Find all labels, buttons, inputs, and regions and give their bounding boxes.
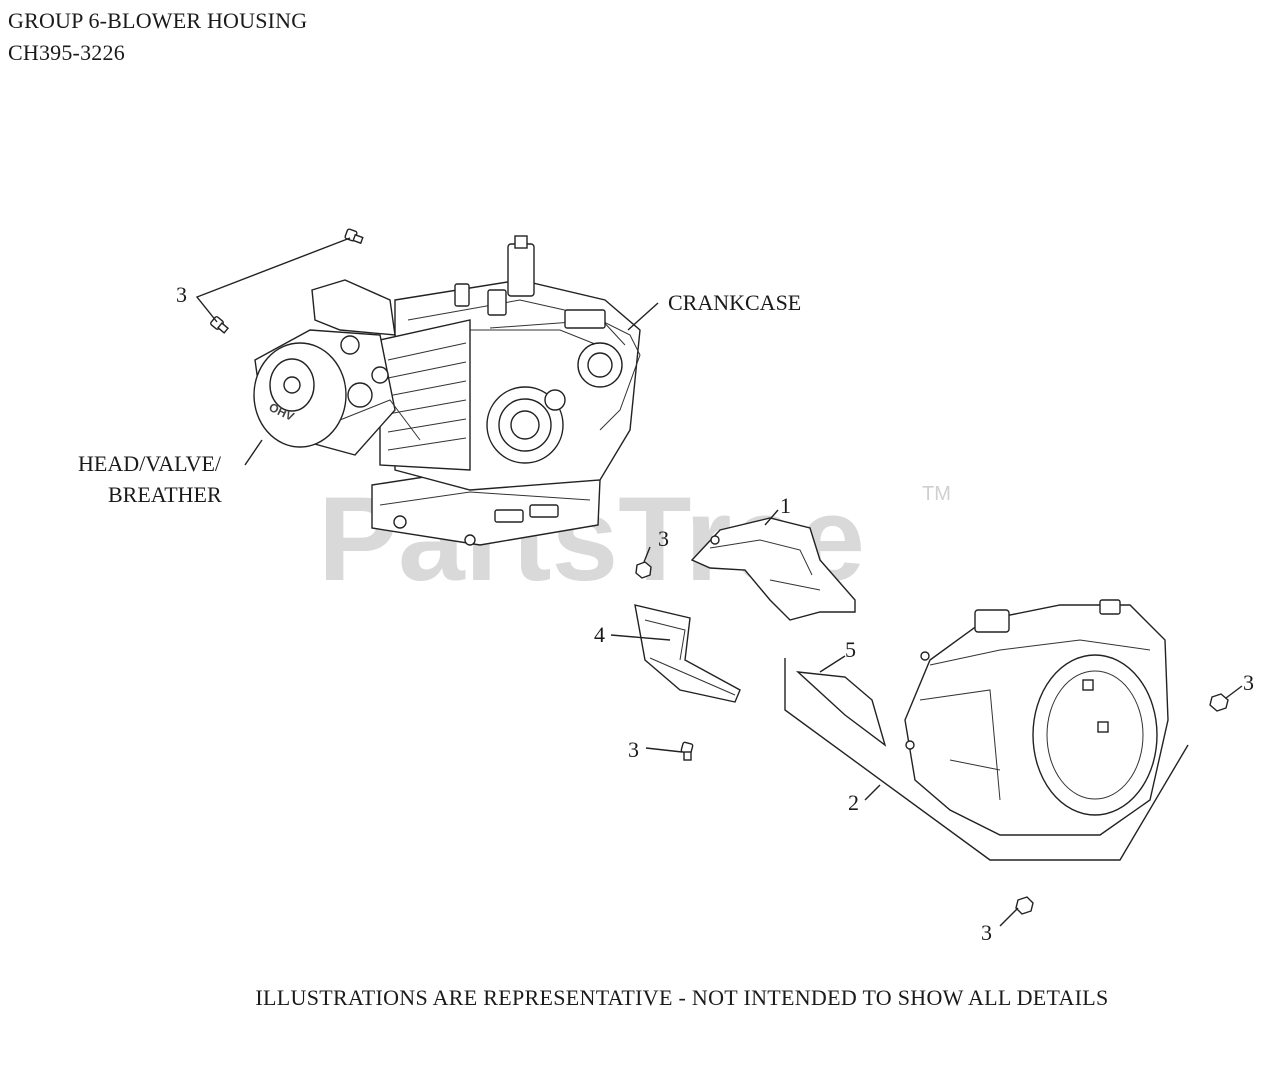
diagram-title: GROUP 6-BLOWER HOUSING <box>8 8 308 33</box>
callout-3-right: 3 <box>1243 670 1254 695</box>
disclaimer-text: ILLUSTRATIONS ARE REPRESENTATIVE - NOT I… <box>255 985 1109 1010</box>
model-number: CH395-3226 <box>8 40 125 65</box>
watermark-trademark: TM <box>922 483 951 505</box>
disclaimer-footer: ILLUSTRATIONS ARE REPRESENTATIVE - NOT I… <box>0 985 1280 1011</box>
leader-crankcase <box>627 302 659 331</box>
nut-bottom <box>1015 896 1034 915</box>
part-1-cover <box>690 517 856 621</box>
label-crankcase: CRANKCASE <box>668 290 801 315</box>
nut-right <box>1209 693 1229 712</box>
leader-3-top <box>195 237 351 323</box>
callout-4: 4 <box>594 622 605 647</box>
bolt-left <box>210 316 229 334</box>
callout-1: 1 <box>780 493 791 518</box>
bolt-top <box>344 228 364 245</box>
leader-3-center <box>643 546 651 563</box>
leader-2 <box>864 784 881 801</box>
label-head-valve: HEAD/VALVE/ <box>78 451 222 476</box>
bolt-lower <box>680 741 694 761</box>
leader-3-bottom <box>999 907 1019 927</box>
part-4-bracket <box>634 604 741 703</box>
engine-assembly: OHV <box>253 235 641 546</box>
leader-5 <box>819 655 846 673</box>
assembly-bracket-line <box>784 658 1189 861</box>
callout-3-lower: 3 <box>628 737 639 762</box>
callout-3-center: 3 <box>658 526 669 551</box>
leader-head <box>244 439 263 466</box>
label-breather: BREATHER <box>108 482 222 507</box>
callout-5: 5 <box>845 637 856 662</box>
leader-3-lower <box>645 747 683 753</box>
callout-2: 2 <box>848 790 859 815</box>
part-2-blower-housing <box>904 599 1169 836</box>
leader-1 <box>764 509 779 526</box>
callout-3-bottom: 3 <box>981 920 992 945</box>
nut-center <box>635 561 652 579</box>
leader-3-right <box>1225 685 1243 699</box>
callout-3-top: 3 <box>176 282 187 307</box>
part-5-plate <box>795 671 887 747</box>
leader-4 <box>610 634 671 641</box>
